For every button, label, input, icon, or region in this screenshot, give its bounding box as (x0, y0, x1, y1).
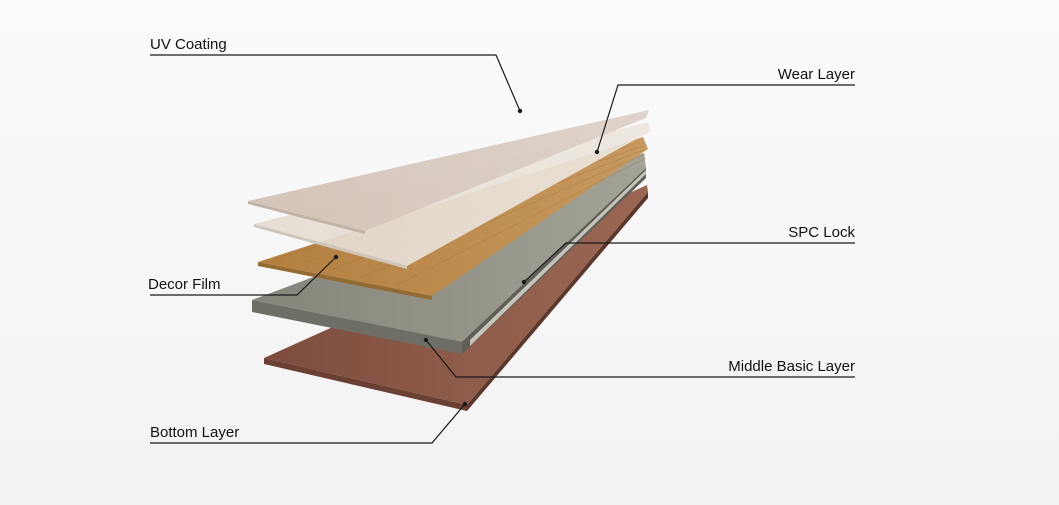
wear-layer-leader-line (596, 84, 855, 153)
spc-lock-label: SPC Lock (788, 224, 855, 241)
uv-coating-top-face (248, 110, 649, 231)
spc-lock-tongue (470, 170, 646, 346)
uv-coating-front-edge (248, 201, 365, 234)
spc-lock-leader-line (523, 242, 855, 283)
leader-dots (333, 108, 600, 407)
bottom-layer-leader-dot (462, 401, 468, 407)
bottom-layer-front-edge (264, 358, 467, 411)
wear-layer-front-edge (254, 224, 407, 269)
wear-layer-label: Wear Layer (777, 66, 855, 83)
uv-coating-plank (248, 110, 649, 234)
wear-layer-leader-dot (594, 149, 600, 155)
middle-basic-layer-leader-line (425, 339, 855, 378)
bottom-layer-leader-line (150, 403, 466, 444)
middle-basic-layer-front-edge (252, 300, 462, 354)
middle-basic-layer-label: Middle Basic Layer (728, 358, 855, 375)
bottom-layer-side-edge (467, 192, 648, 411)
middle-basic-layer-leader-dot (423, 337, 429, 343)
leader-lines (150, 54, 855, 444)
decor-film-front-edge (258, 262, 432, 300)
uv-coating-leader-line (150, 54, 521, 112)
decor-film-label: Decor Film (148, 276, 221, 293)
uv-coating-leader-dot (517, 108, 523, 114)
spc-lock-leader-dot (521, 279, 527, 285)
decor-film-leader-line (150, 256, 337, 296)
bottom-layer-label: Bottom Layer (150, 424, 240, 441)
decor-film-leader-dot (333, 254, 339, 260)
uv-coating-label: UV Coating (150, 36, 227, 53)
